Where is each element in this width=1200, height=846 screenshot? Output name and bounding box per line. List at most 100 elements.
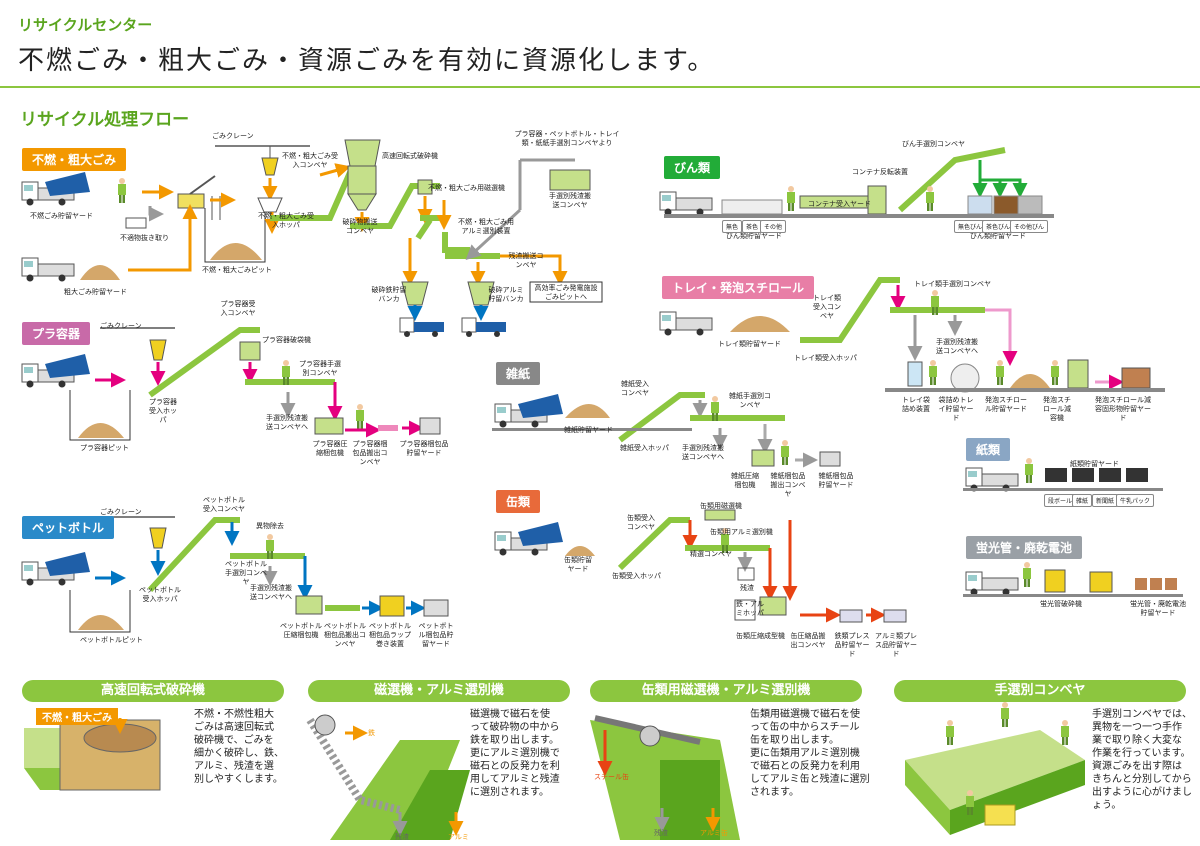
bin-section — [659, 147, 1054, 218]
category-zasshi: 雑紙 — [496, 362, 541, 385]
panel-3-title: 缶類用磁選機・アルミ選別機 — [590, 680, 862, 702]
pla-section — [21, 327, 441, 441]
label-pla-yard: プラ容器梱包品貯留ヤード — [399, 440, 449, 457]
category-keikou: 蛍光管・廃乾電池 — [966, 536, 1083, 559]
label-kan-press: 缶類圧縮成型機 — [736, 632, 785, 640]
label-pet-conv: ペットボトル受入コンベヤ — [203, 496, 245, 513]
label-funen-hopper: 不燃・粗大ごみ受入ホッパ — [258, 212, 314, 229]
panel-1-text: 不燃・不燃性粗大ごみは高速回転式破砕機で、ごみを細かく破砕し、鉄、アルミ、残渣を… — [194, 709, 284, 785]
label-funen-yard2: 粗大ごみ貯留ヤード — [64, 288, 127, 296]
label-tray-yard: トレイ類貯留ヤード — [718, 340, 781, 348]
panel-1-tag: 不燃・粗大ごみ — [36, 708, 118, 725]
label-funen-alumi: 不燃・粗大ごみ用アルミ選別装置 — [458, 218, 514, 235]
label-tray-styro: 発泡スチロール貯留ヤード — [985, 396, 1027, 413]
page-subtitle: リサイクルセンター — [18, 16, 153, 34]
label-pla-hand: プラ容器手選別コンベヤ — [299, 360, 341, 377]
label-zasshi-out: 雑紙梱包品搬出コンベヤ — [770, 472, 806, 498]
label-bin-yard2: びん類貯留ヤード — [970, 232, 1026, 240]
label-pla-hopper: プラ容器受入ホッパ — [149, 398, 177, 424]
category-tray: トレイ・発泡スチロール — [662, 276, 815, 299]
page-title: 不燃ごみ・粗大ごみ・資源ごみを有効に資源化します。 — [18, 46, 716, 76]
label-pet-hand: ペットボトル手選別コンベヤ — [225, 560, 267, 586]
label-zasshi-yard2: 雑紙梱包品貯留ヤード — [818, 472, 854, 489]
label-pet-crane: ごみクレーン — [100, 508, 142, 516]
label-funen-crane: ごみクレーン — [212, 132, 254, 140]
label-kan-yard: 缶類貯留ヤード — [564, 556, 592, 573]
panel-3-text: 缶類用磁選機で磁石を使って缶の中からスチール缶を取り出します。更に缶類用アルミ選… — [750, 709, 870, 798]
label-kan-seisen: 精選コンベヤ — [690, 550, 732, 558]
label-zasshi-conv-in: 雑紙受入コンベヤ — [621, 380, 649, 397]
label-pet-ijou: 異物除去 — [256, 522, 284, 530]
label-pet-out: ペットボトル梱包品搬出コンベヤ — [324, 622, 366, 648]
label-pla-pit: プラ容器ピット — [80, 444, 129, 452]
label-pet-residue: 手選別残渣搬送コンベヤへ — [250, 584, 292, 601]
label-pet-press: ペットボトル圧縮梱包機 — [280, 622, 322, 639]
label-pla-breaker: プラ容器破袋機 — [262, 336, 311, 344]
label-funen-residue: 残渣搬送コンベヤ — [508, 252, 544, 269]
label-pla-conv: プラ容器受入コンベヤ — [220, 300, 256, 317]
label-kan-alumi: 缶類用アルミ選別機 — [710, 528, 773, 536]
label-keikou-yard: 蛍光管・廃乾電池貯留ヤード — [1130, 600, 1186, 617]
label-tray-bag: トレイ袋詰め装置 — [902, 396, 930, 413]
label-kan-hopper2: 鉄・アルミホッパ — [736, 600, 764, 617]
label-bin-container: コンテナ反転装置 — [852, 168, 908, 176]
header-divider — [0, 86, 1200, 88]
zasshi-section — [492, 392, 841, 468]
panel-4-title: 手選別コンベヤ — [894, 680, 1186, 702]
category-bin: びん類 — [664, 156, 721, 179]
label-pla-press: プラ容器圧縮梱包機 — [312, 440, 348, 457]
label-keikou-crusher: 蛍光管破砕機 — [1040, 600, 1082, 608]
label-funen-haisen: 破砕物搬送コンベヤ — [342, 218, 378, 235]
label-funen-hand-conv: プラ容器・ペットボトル・トレイ類・紙紙手選別コンベヤより — [514, 130, 620, 147]
funen-section — [21, 139, 603, 338]
panel2-illustration — [306, 714, 470, 840]
label-tray-conv-in: トレイ類受入コンベヤ — [813, 294, 841, 320]
flow-title: リサイクル処理フロー — [20, 110, 190, 130]
kan-section — [494, 509, 907, 623]
panel-2-title: 磁選機・アルミ選別機 — [308, 680, 570, 702]
label-bin-yard-in: コンテナ受入ヤード — [808, 200, 871, 208]
keikou-section — [963, 562, 1183, 597]
category-shi: 紙類 — [966, 438, 1011, 461]
label-funen-tetsu: 破砕鉄貯留バンカ — [371, 286, 407, 303]
label-pla-crane: ごみクレーン — [100, 322, 142, 330]
tag-shi-zasshi: 雑紙 — [1072, 494, 1093, 507]
category-pla: プラ容器 — [22, 322, 91, 345]
label-funen-alu-bunker: 破砕アルミ貯留バンカ — [488, 286, 524, 303]
label-pet-yard: ペットボトル梱包品貯留ヤード — [418, 622, 454, 648]
panel-3-tag-steel: スチール缶 — [594, 773, 629, 781]
tag-bin-other: その他 — [760, 220, 787, 233]
label-pet-pit: ペットボトルピット — [80, 636, 143, 644]
label-zasshi-residue: 手選別残渣搬送コンベヤへ — [682, 444, 724, 461]
tag-shi-milk: 牛乳パック — [1116, 494, 1155, 507]
panel1-illustration — [24, 718, 161, 791]
label-zasshi-hand: 雑紙手選別コンベヤ — [729, 392, 771, 409]
panel-3-tag-zansa: 残渣 — [654, 829, 668, 837]
label-tray-genyou: 発泡スチロール減容機 — [1043, 396, 1071, 422]
label-bin-yard: びん類貯留ヤード — [726, 232, 782, 240]
label-kan-zansa: 残渣 — [740, 584, 754, 592]
label-zasshi-yard: 雑紙貯留ヤード — [564, 426, 613, 434]
category-pet: ペットボトル — [22, 516, 115, 539]
label-pla-residue: 手選別残渣搬送コンベヤへ — [266, 414, 308, 431]
label-tray-yard2: 発泡スチロール減容固形物貯留ヤード — [1095, 396, 1151, 422]
label-pet-wrap: ペットボトル梱包品ラップ巻き装置 — [369, 622, 411, 648]
shi-section — [963, 458, 1163, 492]
label-pet-hopper: ペットボトル受入ホッパ — [139, 586, 181, 603]
label-kan-tetsu-yard: 鉄類プレス品貯留ヤード — [834, 632, 870, 658]
label-kan-alu-yard: アルミ類プレス品貯留ヤード — [875, 632, 917, 658]
label-funen-crusher: 高速回転式破砕機 — [382, 152, 438, 160]
label-bin-conv: びん手選別コンベヤ — [902, 140, 965, 148]
panel-2-tag-alu: アルミ — [448, 833, 469, 841]
panel-2-tag-zansa: 残渣 — [395, 833, 409, 841]
tag-shi-newspaper: 新聞紙 — [1092, 494, 1119, 507]
category-funen: 不燃・粗大ごみ — [22, 148, 127, 171]
panel3-illustration — [590, 715, 740, 840]
label-funen-hand-out: 手選別残渣搬送コンベヤ — [549, 192, 591, 209]
label-funen-magnet: 不燃・粗大ごみ用磁選機 — [428, 184, 505, 192]
tray-section — [659, 277, 1165, 393]
label-kan-out: 缶圧縮品搬出コンベヤ — [790, 632, 826, 649]
label-funen-conv-in: 不燃・粗大ごみ受入コンベヤ — [282, 152, 338, 169]
label-shi-yard: 紙類貯留ヤード — [1070, 460, 1119, 468]
